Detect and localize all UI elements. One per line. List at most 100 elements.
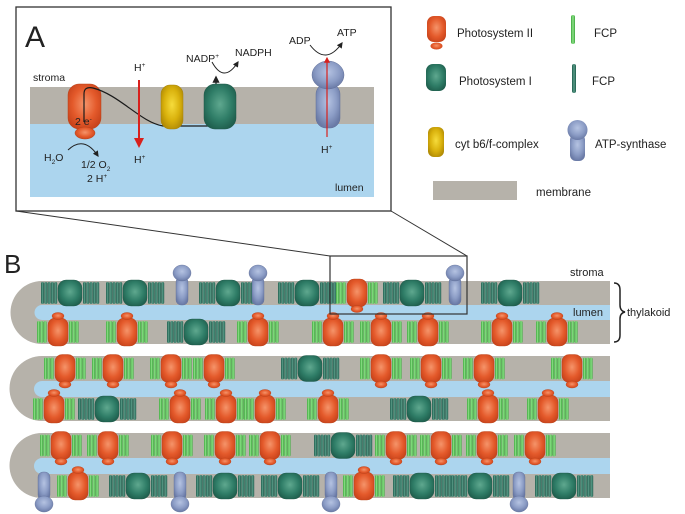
- fcp-light: [318, 321, 322, 343]
- atp-synthase-complex: [170, 471, 190, 513]
- fcp-dark: [386, 282, 390, 304]
- photosystem-ii-complex: [360, 312, 402, 347]
- fcp-light: [375, 475, 378, 497]
- photosystem-ii-complex: [106, 312, 148, 347]
- photosystem-ii-complex: [57, 466, 99, 501]
- fcp-light: [46, 434, 50, 457]
- fcp-light: [150, 357, 153, 380]
- svg-text:membrane: membrane: [536, 187, 591, 199]
- zoom-connector-left: [15, 210, 331, 257]
- fcp-dark: [333, 282, 337, 304]
- fcp-dark: [490, 282, 494, 304]
- psii-oec: [434, 457, 448, 466]
- fcp-light: [513, 321, 516, 343]
- fcp-dark: [109, 282, 113, 304]
- fcp-dark: [129, 398, 133, 420]
- fcp-dark: [151, 282, 155, 304]
- fcp-light: [159, 398, 162, 420]
- fcp-light: [75, 434, 79, 457]
- fcp-dark: [317, 434, 321, 457]
- fcp-dark: [199, 475, 203, 497]
- psi-core: [467, 472, 493, 500]
- atp-head: [445, 264, 465, 282]
- svg-text:cyt b6/f-complex: cyt b6/f-complex: [455, 139, 539, 151]
- psi-core: [183, 318, 209, 346]
- fcp-light: [546, 434, 549, 457]
- fcp-light: [463, 357, 466, 380]
- fcp-light: [183, 434, 186, 457]
- fcp-dark: [160, 475, 164, 497]
- fcp-light: [407, 321, 410, 343]
- psii-core: [214, 431, 236, 460]
- lumen-label-b: lumen: [573, 307, 603, 319]
- fcp-light: [65, 398, 68, 420]
- fcp-light: [395, 357, 399, 380]
- fcp-dark: [399, 475, 403, 497]
- thylakoid-brace: [613, 282, 626, 343]
- fcp-light: [552, 434, 556, 457]
- fcp-dark: [294, 357, 298, 380]
- fcp-dark: [202, 475, 206, 497]
- fcp-light: [199, 357, 203, 380]
- fcp-dark: [209, 321, 212, 343]
- fcp-light: [347, 321, 351, 343]
- fcp-dark: [445, 398, 449, 420]
- two-h-plus-label: 2 H+: [87, 173, 107, 185]
- fcp-dark: [247, 475, 251, 497]
- fcp-light: [165, 398, 169, 420]
- fcp-light: [363, 357, 367, 380]
- photosystem-ii-complex: [514, 431, 556, 466]
- legend: Photosystem II FCP Photosystem I FCP cyt…: [426, 15, 666, 200]
- protein-row-stack2-top: [44, 354, 593, 389]
- fcp-dark: [586, 475, 590, 497]
- fcp-light: [307, 398, 310, 420]
- fcp-dark: [284, 282, 288, 304]
- fcp-dark: [167, 321, 170, 343]
- fcp-light: [75, 321, 79, 343]
- fcp-dark: [396, 475, 400, 497]
- psi-core: [551, 472, 577, 500]
- fcp-dark: [406, 475, 410, 497]
- fcp-light: [72, 434, 75, 457]
- photosystem-i-complex: [481, 279, 540, 307]
- fcp-light: [392, 321, 395, 343]
- fcp-dark: [369, 434, 373, 457]
- fcp-light: [410, 321, 414, 343]
- protein-row-stack2-bottom: [33, 389, 569, 424]
- photosystem-ii-complex: [527, 389, 569, 424]
- fcp-light: [398, 357, 402, 380]
- psii-oec: [495, 312, 509, 320]
- psi-core: [294, 279, 320, 307]
- fcp-light: [416, 357, 420, 380]
- fcp-light: [122, 434, 126, 457]
- photosystem-ii-complex: [307, 389, 349, 424]
- fcp-dark: [326, 357, 330, 380]
- psii-core: [67, 471, 89, 501]
- fcp-light: [469, 357, 473, 380]
- fcp-dark: [133, 398, 137, 420]
- fcp-dark: [91, 398, 95, 420]
- photosystem-ii-complex: [249, 431, 291, 466]
- fcp-dark: [532, 282, 536, 304]
- fcp-dark: [402, 475, 406, 497]
- fcp-dark: [393, 398, 397, 420]
- fcp-light: [244, 398, 247, 420]
- fcp-dark: [278, 282, 281, 304]
- photosystem-ii-complex: [87, 431, 129, 466]
- fcp-light: [442, 357, 445, 380]
- fcp-dark: [441, 398, 445, 420]
- fcp-light: [360, 321, 363, 343]
- psii-core: [43, 394, 65, 424]
- fcp-dark: [287, 282, 291, 304]
- fcp-dark: [241, 475, 245, 497]
- fcp-dark: [548, 475, 552, 497]
- psii-core: [420, 354, 442, 383]
- fcp-light: [413, 357, 417, 380]
- fcp-dark: [244, 475, 248, 497]
- svg-text:FCP: FCP: [594, 28, 617, 40]
- atp-head: [172, 264, 192, 282]
- psii-core: [491, 317, 513, 347]
- fcp-light: [43, 434, 47, 457]
- psi-core: [330, 432, 356, 459]
